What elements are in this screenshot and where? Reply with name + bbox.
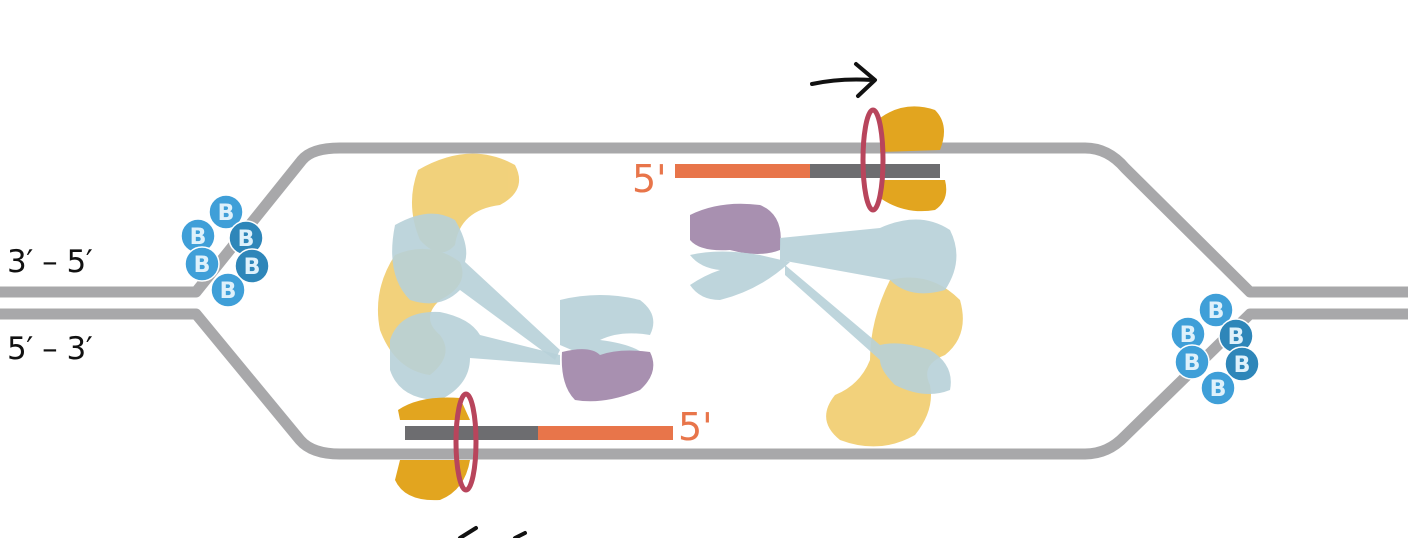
helicase-arm-right: [780, 219, 957, 294]
ssb-protein-circle: [1224, 346, 1260, 382]
top-rna-primer: [675, 164, 810, 178]
ssb-protein-letter: B: [244, 255, 261, 280]
primase-left: [561, 349, 654, 402]
ssb-protein-circle: [1198, 292, 1234, 328]
helicase-arm-right-lower: [785, 265, 951, 394]
ssb-protein-circle: [1200, 370, 1236, 406]
bottom-polymerase-body: [395, 397, 470, 501]
ssb-protein-letter: B: [238, 227, 255, 252]
top-clamp-ring: [860, 107, 886, 213]
ssb-protein-letter: B: [194, 253, 211, 278]
dna-strands: [0, 142, 1408, 460]
bottom-primer-assembly: 5': [405, 405, 713, 449]
bottom-new-dna: [405, 426, 538, 440]
ssb-protein-circle: [1174, 344, 1210, 380]
ssb-protein-letter: B: [1210, 377, 1227, 402]
helicase-arm-left: [392, 213, 560, 360]
primase-right: [690, 203, 781, 254]
ssb-protein-circle: [210, 272, 246, 308]
bottom-direction-arrow: [458, 526, 527, 538]
ssb-protein-letter: B: [1234, 353, 1251, 378]
ssb-protein: B: [234, 248, 270, 284]
bottom-clamp-ring: [453, 391, 479, 493]
top-polymerase-body: [880, 106, 947, 212]
top-polymerase: [810, 62, 947, 213]
ssb-protein: B: [1170, 316, 1206, 352]
ssb-protein-letter: B: [1184, 351, 1201, 376]
ssb-protein: B: [180, 218, 216, 254]
ssb-protein: B: [1200, 370, 1236, 406]
ssb-protein-circle: [208, 194, 244, 230]
bottom-primer-5prime-label: 5': [678, 405, 713, 449]
ssb-protein-letter: B: [1180, 323, 1197, 348]
top-primer-assembly: 5': [632, 157, 940, 201]
ssb-protein-letter: B: [1208, 299, 1225, 324]
ssb-protein: B: [1224, 346, 1260, 382]
strand-label-top: 3′ – 5′: [7, 244, 93, 280]
top-direction-arrow: [810, 62, 877, 98]
ssb-protein: B: [1198, 292, 1234, 328]
ssb-protein: B: [228, 220, 264, 256]
ssb-protein-letter: B: [218, 201, 235, 226]
top-parental-strand: [0, 142, 1408, 298]
replisome-left: [390, 213, 654, 402]
ssb-protein-letter: B: [1228, 325, 1245, 350]
replisome-right: [690, 203, 957, 394]
strand-label-bottom: 5′ – 3′: [7, 331, 93, 367]
helicase-head-left: [560, 295, 654, 366]
ssb-protein-circle: [184, 246, 220, 282]
bottom-rna-primer: [538, 426, 673, 440]
ssb-protein: B: [1174, 344, 1210, 380]
bottom-polymerase: [395, 391, 527, 538]
helicase-arm-left-lower: [390, 311, 560, 400]
top-new-dna: [810, 164, 940, 178]
ssb-protein-circle: [234, 248, 270, 284]
top-primer-5prime-label: 5': [632, 157, 667, 201]
ssb-protein-letter: B: [190, 225, 207, 250]
bottom-parental-strand: [0, 308, 1408, 460]
ssb-protein: B: [208, 194, 244, 230]
ssb-protein: B: [1218, 318, 1254, 354]
ssb-protein-letter: B: [220, 279, 237, 304]
ssb-protein: B: [210, 272, 246, 308]
helicase-head-right: [690, 251, 790, 300]
ssb-protein: B: [184, 246, 220, 282]
